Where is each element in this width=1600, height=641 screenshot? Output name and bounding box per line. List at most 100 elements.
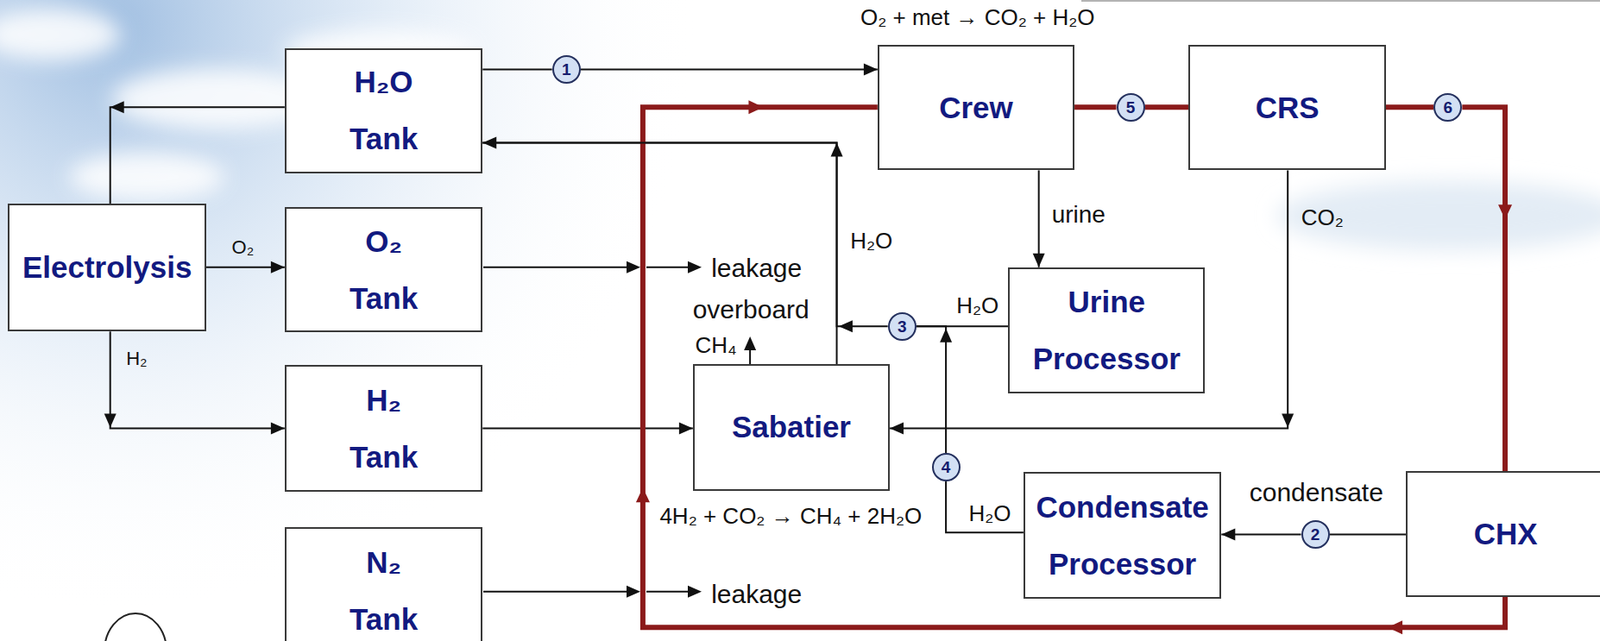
callout-circle: 2: [1301, 520, 1330, 549]
connector: [104, 331, 285, 435]
edge-label: CO₂: [1301, 205, 1344, 231]
flow-line: [482, 428, 693, 430]
flow-line: [945, 481, 1024, 533]
node-label: Urine Processor: [1033, 273, 1181, 388]
annotation: CH₄: [695, 332, 738, 358]
connector: [580, 62, 878, 76]
arrowhead: [626, 261, 641, 274]
connector: [482, 137, 843, 366]
callout-circle: 5: [1116, 93, 1146, 122]
leak-line: [646, 591, 691, 593]
air-loop-line: [1461, 107, 1506, 472]
tank-box: H₂O Tank: [284, 48, 483, 174]
connector: [110, 100, 285, 204]
arrowhead: [270, 422, 285, 435]
process-box: Sabatier: [692, 364, 890, 492]
air-loop-line: [1074, 104, 1116, 110]
connector: [482, 422, 693, 435]
connector: [206, 261, 285, 274]
arrowhead: [679, 422, 693, 435]
node-label: H₂ Tank: [349, 371, 418, 486]
arrowhead: [939, 328, 952, 343]
flow-line: [482, 68, 552, 70]
callout-circle: 1: [552, 55, 581, 84]
annotation: overboard: [692, 295, 810, 324]
connector: [1385, 107, 1435, 108]
arrowhead: [636, 487, 650, 503]
node-label: CHX: [1474, 505, 1538, 563]
edge-label: H₂O: [968, 500, 1011, 526]
annotation: O₂ + met → CO₂ + H₂O: [860, 5, 1096, 31]
flow-line: [1329, 534, 1407, 536]
annotation: leakage: [711, 579, 802, 609]
node-label: O₂ Tank: [349, 213, 418, 328]
node-label: Electrolysis: [22, 239, 193, 297]
arrowhead: [687, 261, 702, 274]
arrowhead: [687, 585, 702, 599]
arrowhead: [838, 320, 853, 333]
connector: [1145, 107, 1190, 108]
tank-box: H₂ Tank: [284, 365, 483, 492]
edge-label: H₂O: [956, 292, 999, 318]
flow-line: [916, 326, 946, 454]
arrowhead: [626, 585, 641, 599]
edge-label: O₂: [232, 237, 255, 259]
arrowhead: [110, 100, 125, 114]
tank-box: O₂ Tank: [284, 207, 483, 333]
callout-number: 1: [561, 61, 572, 78]
process-box: Condensate Processor: [1023, 472, 1222, 599]
partial-circle: [104, 613, 167, 641]
node-label: Sabatier: [731, 398, 851, 456]
top-rule: [1081, 0, 1600, 2]
cloud: [0, 8, 121, 61]
flow-line: [110, 107, 285, 204]
arrowhead: [1387, 620, 1403, 635]
connector: [945, 481, 1024, 533]
process-box: CRS: [1188, 44, 1386, 171]
node-label: Condensate Processor: [1035, 478, 1209, 593]
leak-line: [646, 266, 691, 269]
air-loop-line: [1145, 104, 1190, 110]
flow-line: [1038, 170, 1040, 267]
arrowhead: [743, 336, 756, 351]
connector: [1033, 170, 1046, 267]
connector: [1074, 107, 1116, 108]
edge-label: H₂: [125, 348, 147, 370]
node-label: N₂ Tank: [349, 534, 418, 641]
flow-line: [889, 170, 1288, 429]
edge-label: H₂O: [850, 228, 893, 254]
connector: [1221, 529, 1301, 542]
arrowhead: [863, 62, 878, 76]
air-loop-line: [642, 107, 1506, 628]
connector: [636, 100, 1506, 635]
process-box: Crew: [877, 44, 1075, 171]
callout-circle: 3: [888, 312, 917, 341]
edge-label: condensate: [1249, 477, 1384, 506]
connector: [1461, 107, 1512, 472]
process-box: CHX: [1405, 471, 1600, 597]
arrowhead: [270, 261, 285, 274]
node-label: CRS: [1255, 79, 1320, 137]
arrowhead: [1033, 253, 1046, 268]
cloud: [69, 152, 225, 202]
process-box: Electrolysis: [7, 203, 206, 332]
connector: [1329, 534, 1407, 536]
connector: [482, 69, 552, 70]
callout-number: 2: [1310, 526, 1321, 543]
node-label: Crew: [938, 79, 1014, 137]
o2-feed-line: [483, 266, 629, 269]
tank-box: N₂ Tank: [284, 527, 483, 641]
air-loop-line: [1385, 104, 1435, 110]
callout-number: 4: [941, 459, 952, 476]
connector: [916, 326, 952, 454]
callout-circle: 4: [932, 453, 961, 482]
arrowhead: [1221, 529, 1235, 542]
node-label: H₂O Tank: [349, 53, 418, 168]
callout-circle: 6: [1433, 93, 1462, 122]
arrowhead: [889, 422, 904, 435]
connector: [482, 143, 888, 334]
overboard-line: [749, 348, 751, 365]
flow-line: [482, 143, 888, 328]
